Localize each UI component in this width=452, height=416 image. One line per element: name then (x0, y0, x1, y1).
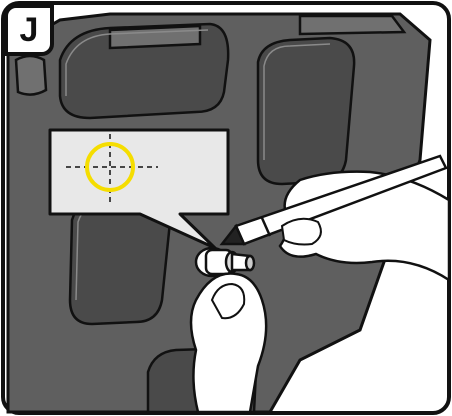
step-letter-badge: J (4, 4, 54, 56)
pencil-finger (282, 219, 321, 245)
